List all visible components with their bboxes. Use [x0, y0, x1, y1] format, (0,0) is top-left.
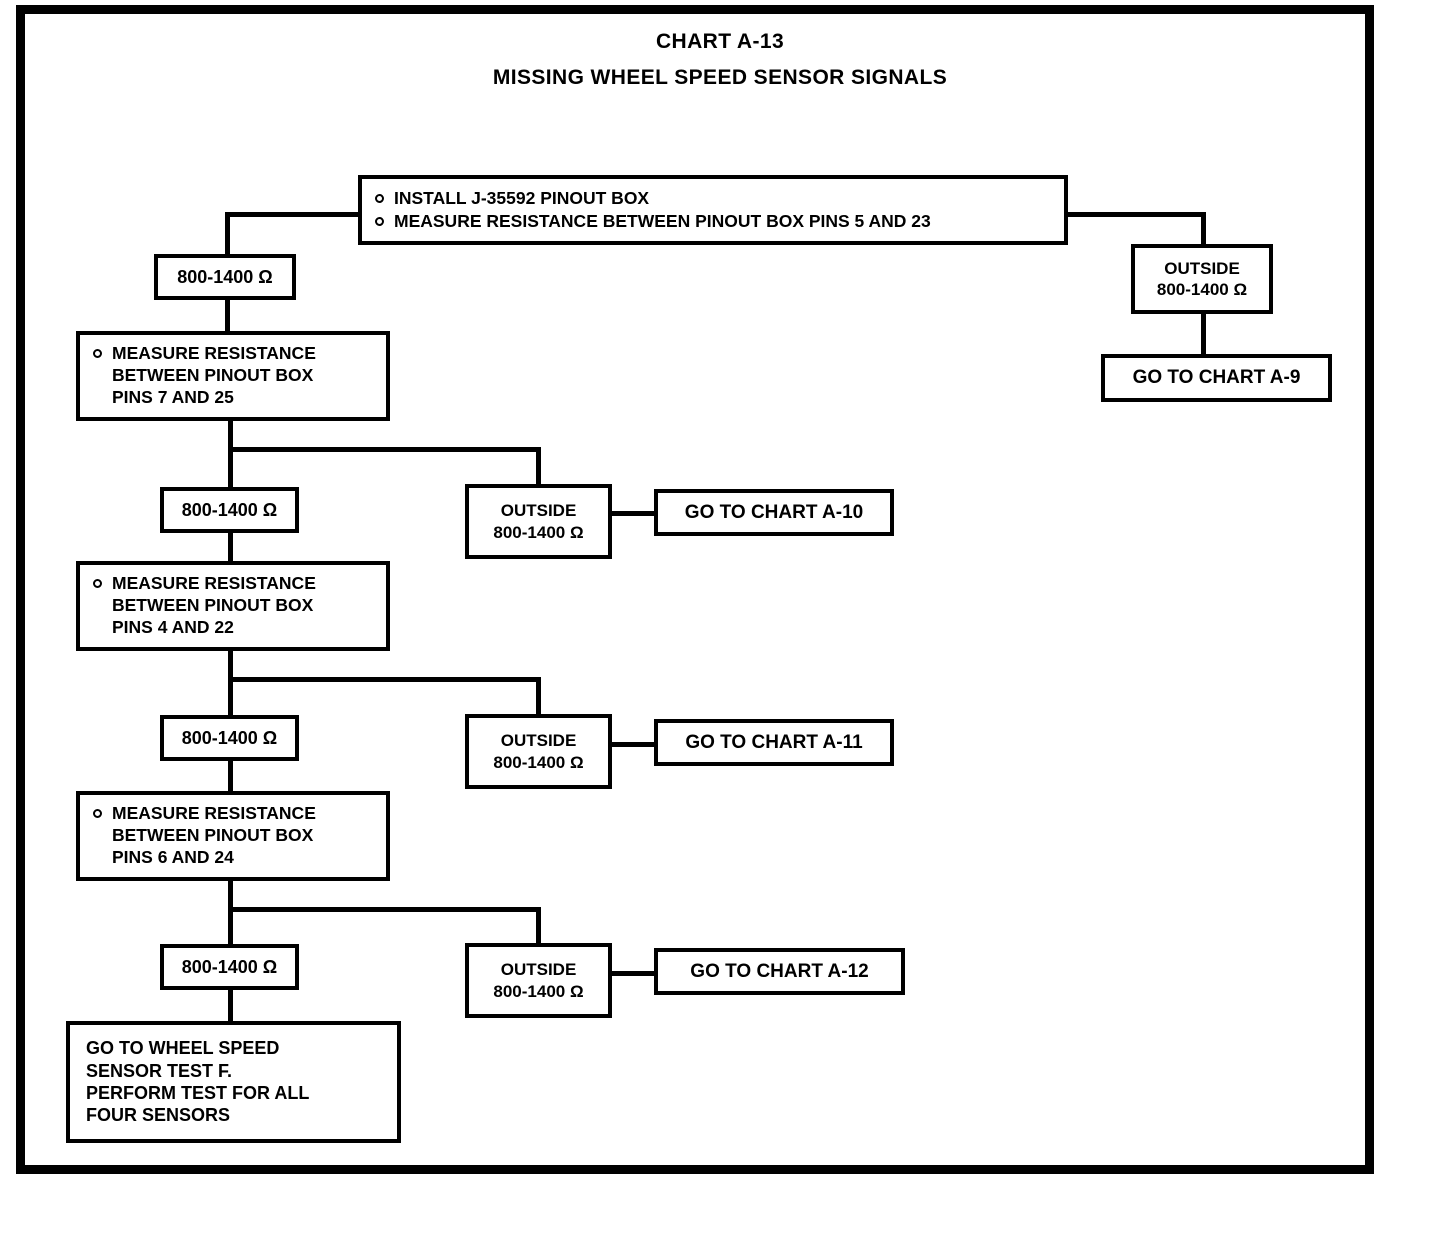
node-range-800-1400-3[interactable]: 800-1400 Ω — [160, 715, 299, 761]
node-goto-chart-a10[interactable]: GO TO CHART A-10 — [654, 489, 894, 536]
measure3-line-2: BETWEEN PINOUT BOX — [90, 825, 386, 847]
range-label-3: 800-1400 Ω — [181, 727, 278, 748]
connector-start-to-left — [225, 212, 365, 217]
connector-range4-to-final — [228, 988, 233, 1024]
node-measure-pins-6-24[interactable]: MEASURE RESISTANCE BETWEEN PINOUT BOX PI… — [76, 791, 390, 881]
outside-label-4-line2: 800-1400 Ω — [493, 981, 584, 1001]
outside-label-1-line1: OUTSIDE — [1164, 258, 1240, 278]
connector-start-to-right — [1063, 212, 1206, 217]
outside-label-4-line1: OUTSIDE — [500, 960, 577, 980]
connector-outside4-drop — [536, 907, 541, 947]
measure3-text-2: BETWEEN PINOUT BOX — [112, 825, 314, 846]
connector-outside1-to-a9 — [1201, 309, 1206, 354]
final-text-2: SENSOR TEST F. — [86, 1060, 233, 1081]
measure3-line-3: PINS 6 AND 24 — [90, 847, 386, 869]
final-line-4: FOUR SENSORS — [86, 1104, 397, 1126]
node-outside-range-2[interactable]: OUTSIDE 800-1400 Ω — [465, 484, 612, 559]
circle-bullet-icon — [375, 217, 384, 226]
node-goto-chart-a12[interactable]: GO TO CHART A-12 — [654, 948, 905, 995]
final-text-1: GO TO WHEEL SPEED — [86, 1038, 280, 1059]
measure2-line-1: MEASURE RESISTANCE — [90, 573, 386, 595]
final-text-3: PERFORM TEST FOR ALL — [86, 1083, 310, 1103]
bullet-row-install: INSTALL J-35592 PINOUT BOX — [372, 188, 1064, 209]
circle-bullet-icon — [93, 579, 102, 589]
measure2-text-1: MEASURE RESISTANCE — [112, 573, 316, 594]
connector-measure3-drop — [228, 878, 233, 950]
node-goto-chart-a11[interactable]: GO TO CHART A-11 — [654, 719, 894, 766]
outside-label-2-line1: OUTSIDE — [500, 501, 577, 521]
final-line-2: SENSOR TEST F. — [86, 1060, 397, 1082]
outside-label-2-line2: 800-1400 Ω — [493, 522, 584, 542]
node-install-measure-pins-5-23[interactable]: INSTALL J-35592 PINOUT BOX MEASURE RESIS… — [358, 175, 1068, 245]
goto-a11-label: GO TO CHART A-11 — [685, 731, 863, 753]
node-outside-range-1[interactable]: OUTSIDE 800-1400 Ω — [1131, 244, 1273, 314]
bullet-row-measure: MEASURE RESISTANCE BETWEEN PINOUT BOX PI… — [372, 211, 1064, 232]
outside-label-3-line1: OUTSIDE — [500, 731, 577, 751]
measure2-text-2: BETWEEN PINOUT BOX — [112, 595, 314, 616]
measure1-text-2: BETWEEN PINOUT BOX — [112, 365, 314, 386]
connector-range2-to-measure2 — [228, 531, 233, 565]
measure1-text-1: MEASURE RESISTANCE — [112, 343, 316, 364]
measure2-line-2: BETWEEN PINOUT BOX — [90, 595, 386, 617]
measure2-text-3: PINS 4 AND 22 — [112, 616, 234, 637]
start-bullet-2-text: MEASURE RESISTANCE BETWEEN PINOUT BOX PI… — [394, 211, 931, 231]
connector-measure2-drop — [228, 648, 233, 720]
range-label-1: 800-1400 Ω — [177, 266, 273, 287]
connector-range3-to-measure3 — [228, 758, 233, 794]
outside-label-1-line2: 800-1400 Ω — [1156, 280, 1248, 299]
connector-left-drop — [225, 212, 230, 254]
goto-a12-label: GO TO CHART A-12 — [690, 960, 869, 982]
start-bullet-1-text: INSTALL J-35592 PINOUT BOX — [394, 188, 650, 208]
measure3-text-3: PINS 6 AND 24 — [112, 846, 234, 867]
node-measure-pins-4-22[interactable]: MEASURE RESISTANCE BETWEEN PINOUT BOX PI… — [76, 561, 390, 651]
outside-label-3-line2: 800-1400 Ω — [493, 752, 584, 772]
measure1-text-3: PINS 7 AND 25 — [112, 386, 234, 407]
measure1-line-3: PINS 7 AND 25 — [90, 387, 386, 409]
connector-outside3-to-a11 — [610, 742, 656, 747]
node-outside-range-4[interactable]: OUTSIDE 800-1400 Ω — [465, 943, 612, 1018]
circle-bullet-icon — [375, 194, 384, 203]
final-text-4: FOUR SENSORS — [86, 1105, 231, 1126]
circle-bullet-icon — [93, 809, 102, 819]
node-measure-pins-7-25[interactable]: MEASURE RESISTANCE BETWEEN PINOUT BOX PI… — [76, 331, 390, 421]
range-label-4: 800-1400 Ω — [181, 956, 278, 977]
connector-measure3-to-outside4 — [228, 907, 540, 912]
goto-a10-label: GO TO CHART A-10 — [684, 501, 864, 523]
connector-range1-to-measure1 — [225, 295, 230, 331]
connector-outside2-drop — [536, 447, 541, 487]
node-range-800-1400-1[interactable]: 800-1400 Ω — [154, 254, 296, 300]
connector-outside4-to-a12 — [610, 971, 656, 976]
chart-subtitle: MISSING WHEEL SPEED SENSOR SIGNALS — [492, 66, 948, 89]
measure3-line-1: MEASURE RESISTANCE — [90, 803, 386, 825]
goto-a9-label: GO TO CHART A-9 — [1132, 367, 1301, 388]
measure1-line-1: MEASURE RESISTANCE — [90, 343, 386, 365]
node-range-800-1400-2[interactable]: 800-1400 Ω — [160, 487, 299, 533]
connector-measure1-drop — [228, 418, 233, 490]
connector-outside2-to-a10 — [610, 511, 656, 516]
node-range-800-1400-4[interactable]: 800-1400 Ω — [160, 944, 299, 990]
connector-measure1-to-outside2 — [228, 447, 540, 452]
connector-right-drop — [1201, 212, 1206, 244]
final-line-3: PERFORM TEST FOR ALL — [86, 1082, 397, 1104]
node-goto-wheel-speed-sensor-test[interactable]: GO TO WHEEL SPEED SENSOR TEST F. PERFORM… — [66, 1021, 401, 1143]
measure3-text-1: MEASURE RESISTANCE — [112, 803, 316, 824]
node-outside-range-3[interactable]: OUTSIDE 800-1400 Ω — [465, 714, 612, 789]
measure2-line-3: PINS 4 AND 22 — [90, 617, 386, 639]
measure1-line-2: BETWEEN PINOUT BOX — [90, 365, 386, 387]
connector-measure2-to-outside3 — [228, 677, 540, 682]
page-border — [16, 5, 1374, 1174]
range-label-2: 800-1400 Ω — [181, 499, 278, 520]
chart-title: CHART A-13 — [655, 30, 785, 53]
final-line-1: GO TO WHEEL SPEED — [86, 1037, 397, 1059]
connector-outside3-drop — [536, 677, 541, 717]
node-goto-chart-a9[interactable]: GO TO CHART A-9 — [1101, 354, 1332, 402]
circle-bullet-icon — [93, 349, 102, 359]
